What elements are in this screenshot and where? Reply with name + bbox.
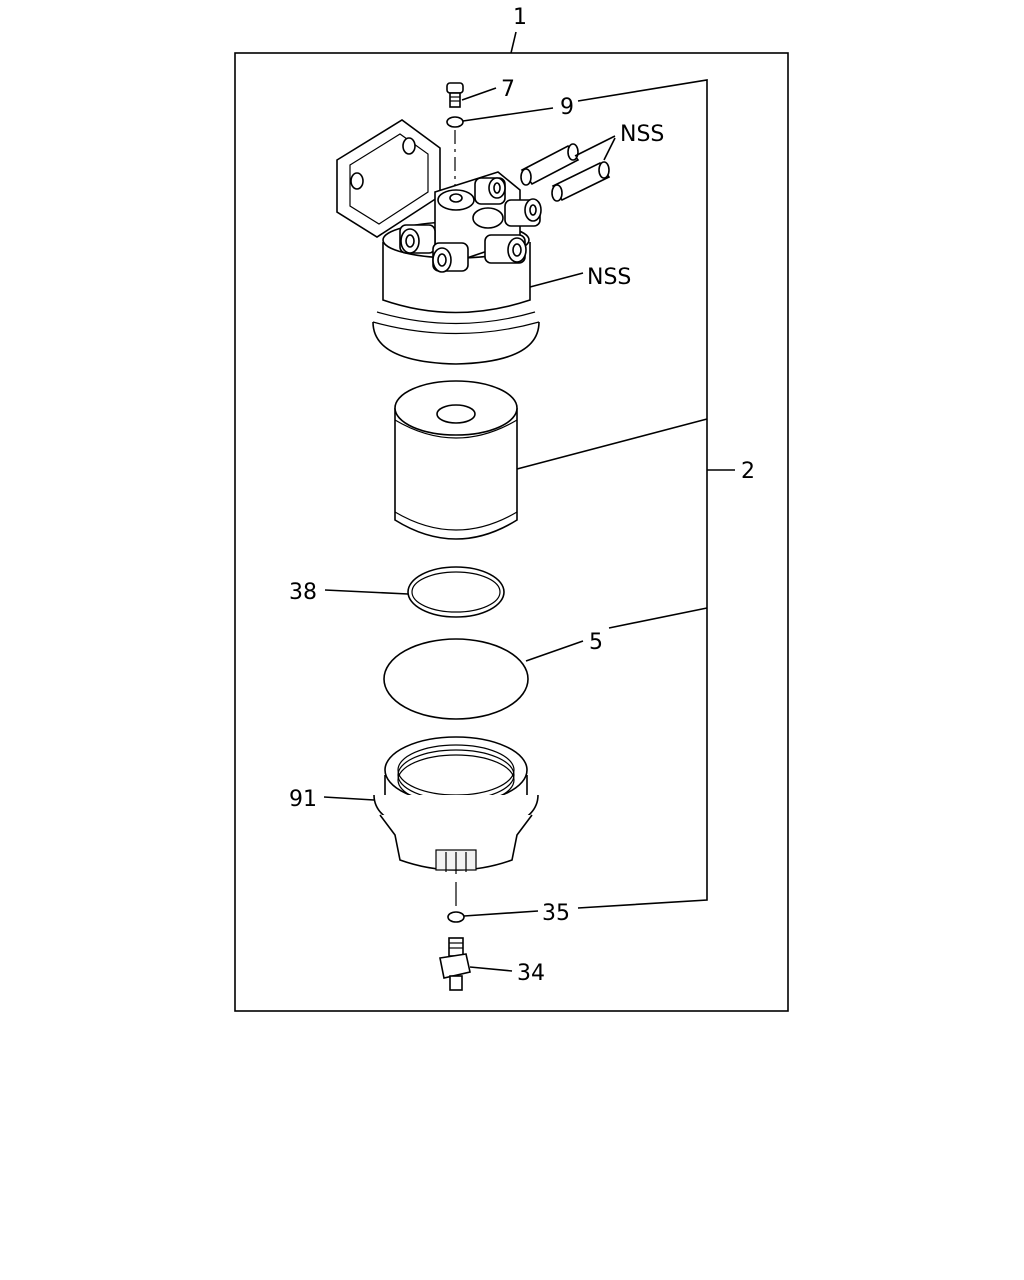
callout-91: 91 — [289, 787, 317, 812]
bracket-tick-filter — [516, 418, 708, 470]
leader-35 — [463, 910, 539, 917]
callout-nss-head: NSS — [587, 265, 631, 290]
bracket-tick-5 — [608, 607, 708, 629]
leader-34 — [469, 966, 513, 972]
leader-9 — [462, 107, 554, 122]
leader-5 — [525, 640, 584, 662]
drain-plug-part-34 — [439, 937, 471, 991]
leader-91 — [323, 796, 375, 801]
callout-38: 38 — [289, 580, 317, 605]
seal-ring-part-38 — [407, 566, 505, 618]
o-ring-part-35 — [447, 911, 465, 923]
callout-nss-fittings: NSS — [620, 122, 664, 147]
hose-fitting-lower — [551, 161, 611, 202]
filter-head — [336, 119, 542, 365]
leader-nss-fitting-a — [574, 135, 616, 157]
o-ring-part-9 — [446, 116, 464, 128]
callout-9: 9 — [560, 95, 574, 120]
bowl-part-91 — [373, 736, 539, 874]
leader-7 — [461, 87, 497, 101]
callout-2: 2 — [741, 459, 755, 484]
bracket-2 — [577, 79, 708, 909]
filter-element — [394, 380, 518, 540]
leader-38 — [324, 589, 409, 595]
callout-34: 34 — [517, 961, 545, 986]
o-ring-part-5 — [383, 638, 529, 720]
callout-35: 35 — [542, 901, 570, 926]
leader-nss-head — [529, 272, 584, 288]
leader-nss-fitting-b — [603, 137, 616, 161]
bolt-part-7 — [446, 82, 464, 108]
leader-1 — [510, 31, 517, 54]
callout-1: 1 — [513, 5, 527, 30]
callout-5: 5 — [589, 630, 603, 655]
callout-7: 7 — [501, 77, 515, 102]
